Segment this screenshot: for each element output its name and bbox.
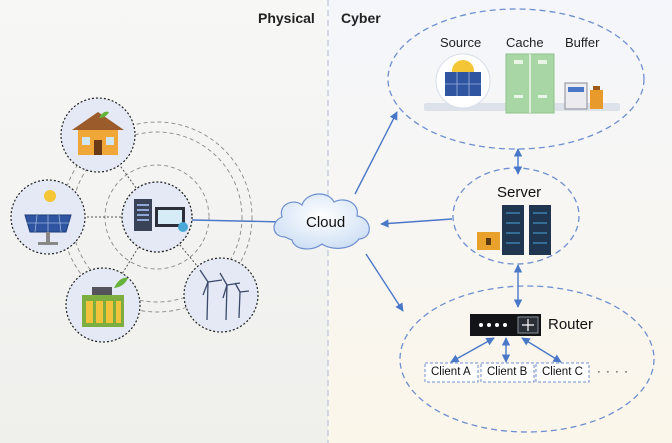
server-rack-icon (502, 205, 551, 255)
physical-label: Physical (258, 10, 315, 26)
router-device-icon (470, 314, 541, 336)
cloud-shape (273, 193, 370, 250)
storage-group (387, 8, 645, 150)
arrow-links (354, 111, 562, 363)
server-label: Server (497, 184, 542, 201)
solar-node (10, 179, 86, 255)
client-boxes (424, 362, 590, 383)
source-panel-icon (435, 53, 491, 109)
cloud-label: Cloud (306, 214, 346, 231)
wind-node (183, 257, 259, 333)
router-group (399, 285, 655, 433)
cyber-label: Cyber (341, 10, 381, 26)
hub-cloud-link (191, 219, 285, 223)
hub-node (121, 181, 193, 253)
house-node (60, 97, 136, 173)
client-b-label: Client B (487, 366, 528, 378)
cache-cabinet-icon (505, 53, 555, 114)
more-clients-ellipsis: · · · · (597, 366, 629, 378)
client-c-label: Client C (542, 366, 583, 378)
buffer-device-icon (564, 82, 603, 110)
battery-node (65, 267, 141, 343)
lock-icon (477, 232, 500, 250)
router-label: Router (548, 316, 594, 333)
source-label: Source (440, 35, 482, 50)
client-a-label: Client A (431, 366, 471, 378)
buffer-label: Buffer (565, 35, 600, 50)
cache-label: Cache (506, 35, 544, 50)
